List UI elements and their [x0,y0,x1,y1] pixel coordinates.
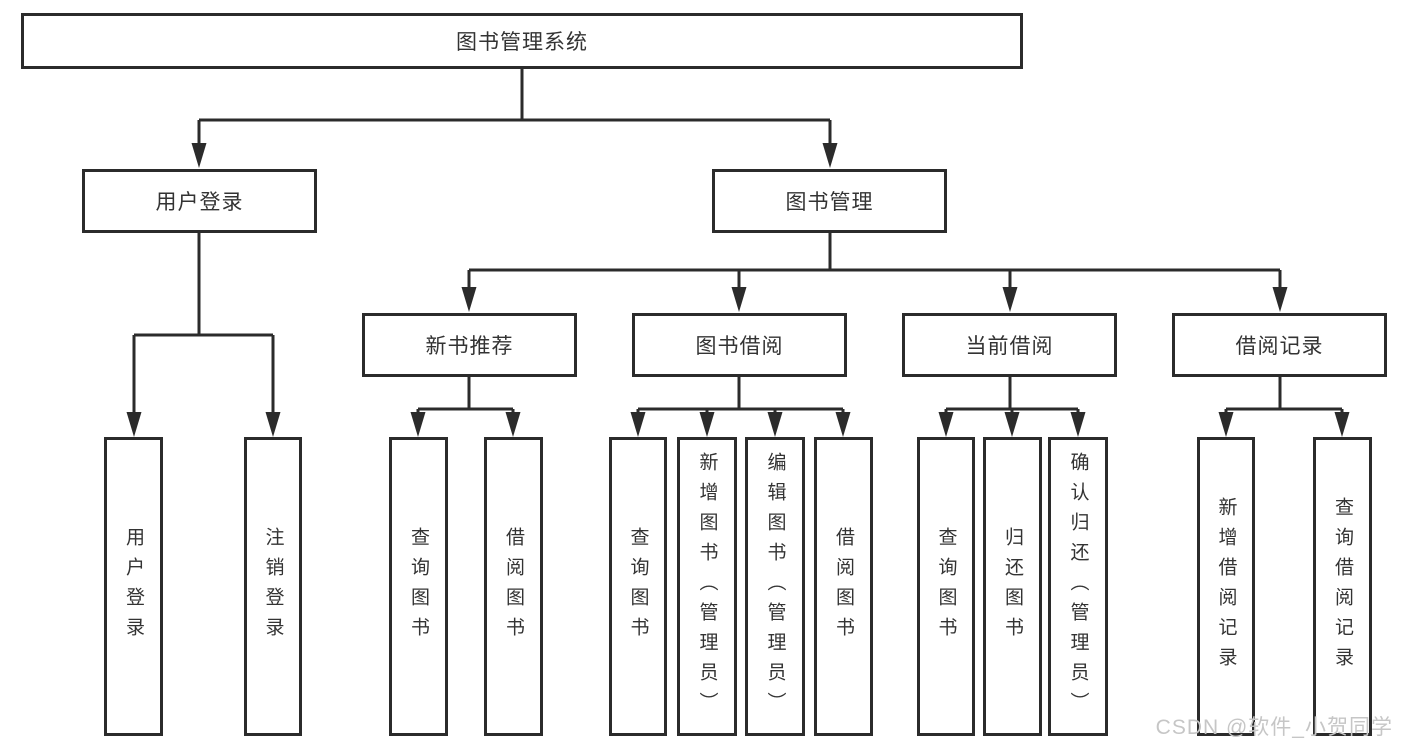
leaf-add-books-admin: 新增图书（管理员） [677,437,737,736]
node-library-management-system: 图书管理系统 [21,13,1023,69]
leaf-query-books-recommend: 查询图书 [389,437,448,736]
leaf-query-borrow-record: 查询借阅记录 [1313,437,1372,736]
leaf-logout: 注销登录 [244,437,302,736]
node-book-management: 图书管理 [712,169,947,233]
leaf-add-borrow-record: 新增借阅记录 [1197,437,1255,736]
node-user-login: 用户登录 [82,169,317,233]
node-new-book-recommendation: 新书推荐 [362,313,577,377]
leaf-user-login: 用户登录 [104,437,163,736]
leaf-query-books-borrowing: 查询图书 [609,437,667,736]
csdn-watermark: CSDN @软件_小贺同学 [1155,716,1393,739]
node-borrowing-records: 借阅记录 [1172,313,1387,377]
leaf-return-books: 归还图书 [983,437,1042,736]
leaf-edit-books-admin: 编辑图书（管理员） [745,437,805,736]
leaf-confirm-return-admin: 确认归还（管理员） [1048,437,1108,736]
leaf-query-books-current: 查询图书 [917,437,975,736]
node-current-borrowing: 当前借阅 [902,313,1117,377]
leaf-borrow-books: 借阅图书 [814,437,873,736]
node-book-borrowing: 图书借阅 [632,313,847,377]
leaf-borrow-books-recommend: 借阅图书 [484,437,543,736]
